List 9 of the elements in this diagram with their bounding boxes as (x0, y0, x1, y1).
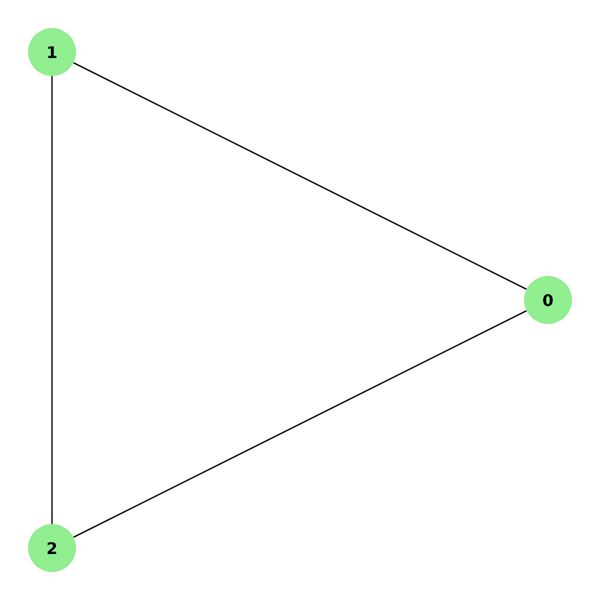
node-label: 0 (542, 290, 554, 310)
edge-line (73, 310, 527, 538)
graph-node-circle (28, 28, 76, 76)
edge-line (51, 76, 53, 524)
graph-node-circle (524, 276, 572, 324)
graph-node-circle (28, 524, 76, 572)
node-label: 1 (46, 42, 58, 62)
node-label: 2 (46, 538, 58, 558)
edge-line (73, 62, 527, 290)
